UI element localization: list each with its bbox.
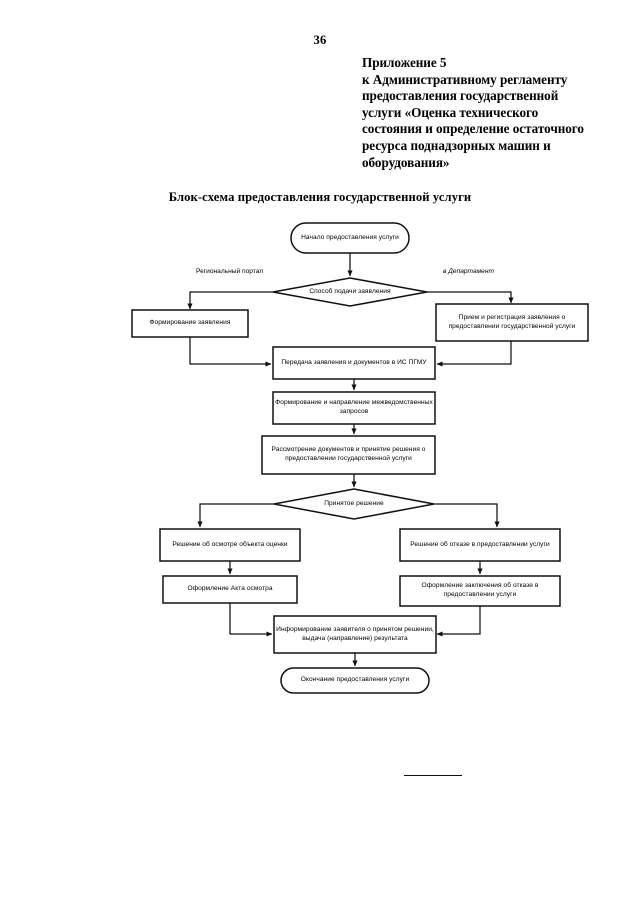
header-line-4: услуги «Оценка технического <box>362 104 539 120</box>
node-decision-inspect-shape <box>159 528 301 562</box>
node-start-shape <box>290 222 410 254</box>
appendix-header: Приложение 5 к Административному регламе… <box>362 55 622 171</box>
node-transfer-docs-shape <box>272 346 436 380</box>
header-line-2: к Административному регламенту <box>362 71 568 87</box>
edge-label-left-branch: Региональный портал <box>196 268 264 275</box>
header-line-7: оборудования» <box>362 154 450 170</box>
page-number: 36 <box>313 33 327 47</box>
footer-separator <box>404 775 462 776</box>
node-inform-applicant-shape <box>273 615 437 654</box>
page-title: Блок-схема предоставления государственно… <box>168 190 472 204</box>
node-decision-submit-shape <box>272 277 428 307</box>
node-form-application-shape <box>131 309 249 338</box>
edge-label-right-branch: в Департамент <box>443 268 494 275</box>
header-line-6: ресурса поднадзорных машин и <box>362 137 551 153</box>
node-decision-made-shape <box>273 488 435 520</box>
header-line-5: состояния и определение остаточного <box>362 121 584 137</box>
node-receive-register-shape <box>435 303 589 342</box>
header-line-3: предоставления государственной <box>362 88 559 104</box>
node-review-decide-shape <box>261 435 436 475</box>
node-decision-refuse-shape <box>399 528 561 562</box>
node-conclusion-refusal-shape <box>399 575 561 607</box>
node-end-shape <box>280 667 430 694</box>
node-act-inspection-shape <box>162 575 298 604</box>
header-line-1: Приложение 5 <box>362 55 447 70</box>
node-interdept-requests-shape <box>272 391 436 425</box>
